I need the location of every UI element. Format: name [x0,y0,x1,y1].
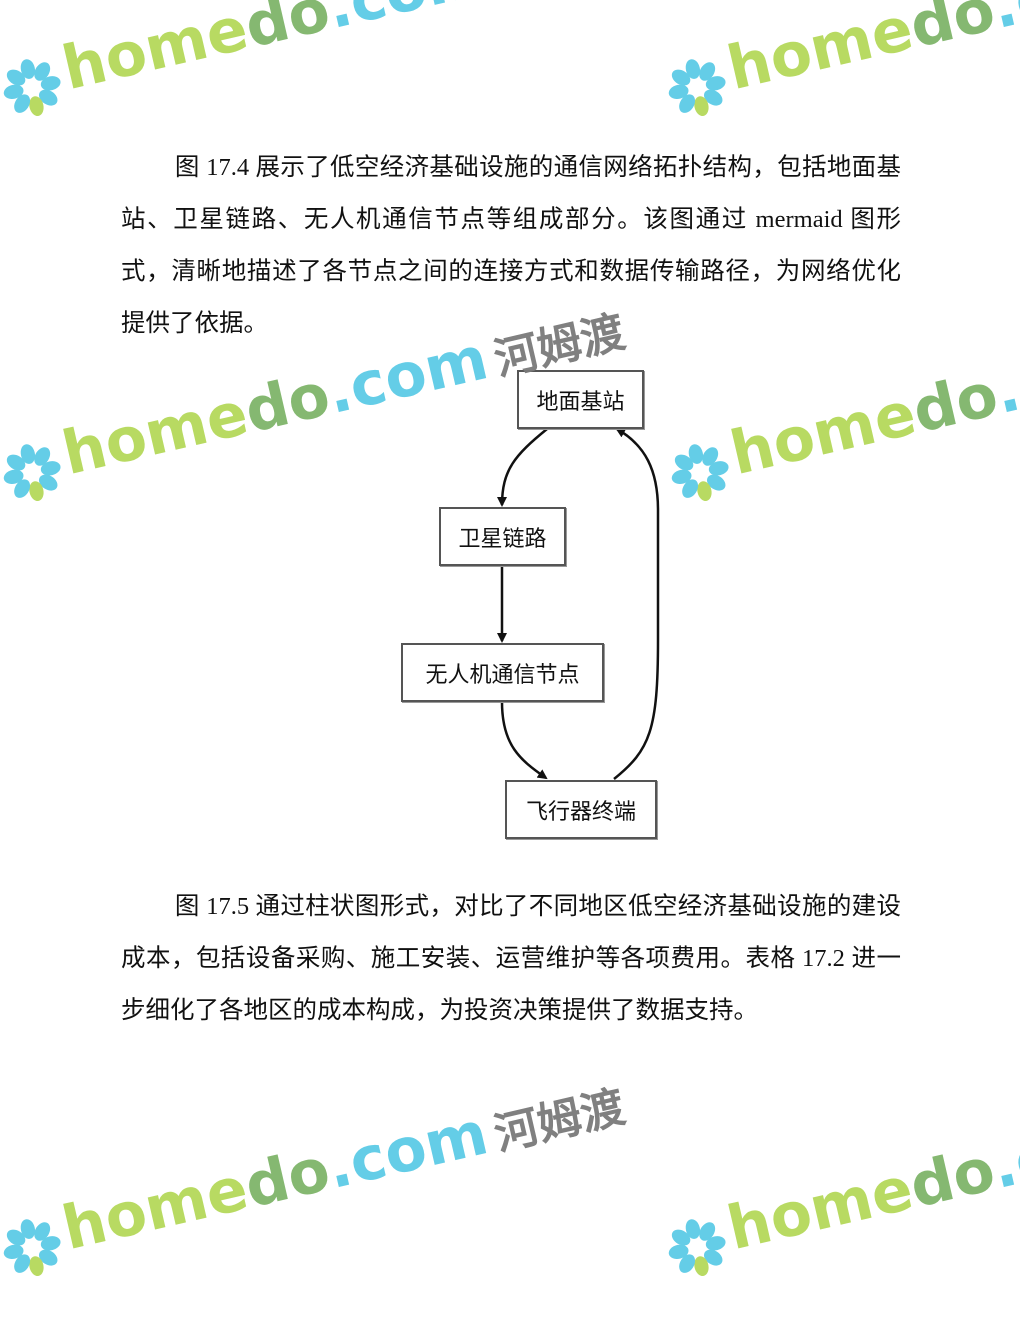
flower-petal-icon [679,94,696,113]
flower-petal-icon [685,59,701,79]
edge-uav-to-aircraft [500,701,548,780]
flower-petal-icon [671,69,691,86]
paragraph-figure-17-4: 图 17.4 展示了低空经济基础设施的通信网络拓扑结构，包括地面基站、卫星链路、… [121,154,901,337]
flower-petal-icon [705,76,726,91]
flower-petal-icon [14,94,31,113]
flower-petal-icon [3,84,24,100]
watermark-logo: homedo.com河姆渡 [668,0,1020,116]
flower-petal-icon [703,1249,723,1266]
watermark-logo: homedo.com河姆渡 [3,1067,630,1276]
flower-petal-icon [668,84,689,100]
flower-petal-icon [40,76,61,91]
flower-petal-icon [668,1244,689,1260]
flower-petal-icon [6,69,26,86]
flower-petal-icon [34,1222,51,1241]
flower-petal-icon [679,1254,696,1273]
flower-petal-icon [699,1222,716,1241]
flower-petal-icon [674,454,694,471]
flower-petal-icon [38,1249,58,1266]
watermark-text: homedo.com河姆渡 [721,1067,1020,1264]
flower-petal-icon [3,469,24,485]
flower-petal-icon [671,469,692,485]
flower-petal-icon [705,1236,726,1251]
watermark-text: homedo.com河姆渡 [721,0,1020,104]
node-ground-station: 地面基站 [517,370,644,429]
flower-petal-icon [20,59,36,79]
flower-petal-icon [38,474,58,491]
flower-petal-icon [682,479,699,498]
edge-ground-to-satellite [497,428,548,507]
flower-petal-icon [6,1229,26,1246]
flower-petal-icon [14,479,31,498]
watermark-text: homedo.com河姆渡 [56,1067,630,1264]
flower-petal-icon [697,481,712,501]
flower-petal-icon [3,1244,24,1260]
flower-petal-icon [29,96,44,116]
node-satellite-link: 卫星链路 [439,507,566,566]
flower-petal-icon [703,89,723,106]
flower-petal-icon [708,461,729,476]
flower-petal-icon [688,444,704,464]
flower-petal-icon [694,96,709,116]
watermark-logo: homedo.com河姆渡 [668,1067,1020,1276]
flower-petal-icon [6,454,26,471]
watermark-text: homedo.com河姆渡 [56,0,630,104]
flower-petal-icon [29,1256,44,1276]
node-aircraft-terminal: 飞行器终端 [505,780,657,839]
flower-petal-icon [20,444,36,464]
node-uav-communication: 无人机通信节点 [401,643,604,702]
watermark-logo: homedo.com河姆渡 [3,0,630,116]
flower-petal-icon [694,1256,709,1276]
flower-petal-icon [671,1229,691,1246]
flower-petal-icon [40,1236,61,1251]
flower-petal-icon [706,474,726,491]
flower-petal-icon [29,481,44,501]
flower-petal-icon [702,447,719,466]
flower-petal-icon [699,62,716,81]
flower-petal-icon [40,461,61,476]
flower-petal-icon [34,447,51,466]
edge-aircraft-to-ground [613,427,660,780]
flower-petal-icon [20,1219,36,1239]
flower-petal-icon [38,89,58,106]
flower-petal-icon [14,1254,31,1273]
flower-petal-icon [685,1219,701,1239]
paragraph-figure-17-5: 图 17.5 通过柱状图形式，对比了不同地区低空经济基础设施的建设成本，包括设备… [121,893,901,1024]
flower-petal-icon [34,62,51,81]
